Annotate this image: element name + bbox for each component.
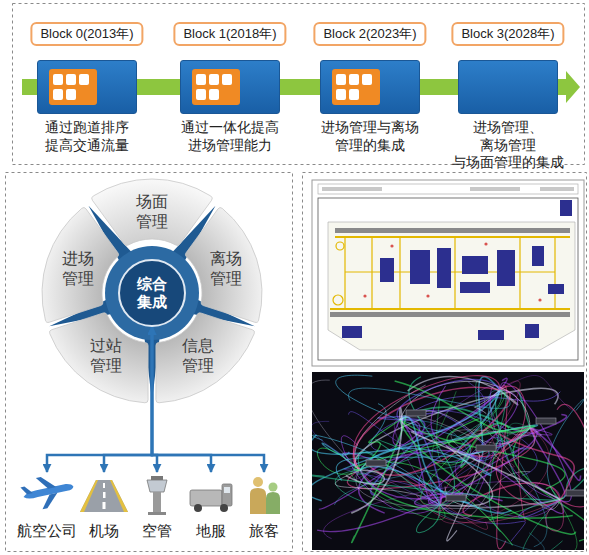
- wheel-segment-label: 场面 管理: [136, 192, 168, 232]
- trajectory-line: [360, 448, 491, 475]
- trajectory-line: [400, 417, 530, 444]
- node-label: 航空公司: [17, 522, 77, 541]
- node-label: 旅客: [237, 522, 291, 541]
- wheel-segment-label: 过站 管理: [90, 336, 122, 376]
- trajectory-line: [352, 416, 406, 543]
- stage-label: Block 0(2013年): [40, 26, 133, 42]
- trajectory-line: [440, 428, 530, 505]
- trajectory-line: [400, 420, 575, 534]
- node-label: 场面 管理: [136, 192, 168, 232]
- runway-icon: [80, 480, 128, 512]
- stage-label: Block 2(2023年): [323, 26, 416, 42]
- node-label: 进场 管理: [62, 249, 94, 289]
- stage-label: Block 3(2028年): [461, 26, 554, 42]
- trajectory-line: [354, 385, 500, 480]
- trajectory-line: [496, 428, 560, 505]
- wheel-segment-label: 离场 管理: [210, 249, 242, 289]
- stage-block: 进场管理、离场管理 与场面管理的集成: [458, 60, 558, 114]
- airplane-icon: [19, 471, 77, 513]
- wheel-segment: [156, 313, 254, 403]
- module-icon: [180, 60, 280, 114]
- trajectory-line: [440, 428, 534, 505]
- trajectory-line: [451, 428, 541, 455]
- timeline-band: [280, 79, 320, 95]
- control-tower-icon: [147, 476, 167, 515]
- node-label: 综合 集成: [137, 275, 167, 311]
- trajectory-line: [360, 420, 400, 470]
- stakeholder: 空管: [130, 472, 184, 541]
- map-tag: [406, 410, 426, 416]
- node-label: 过站 管理: [90, 336, 122, 376]
- trajectory-line: [416, 475, 440, 532]
- stakeholder: 机场: [77, 472, 131, 541]
- airport-map: [312, 180, 584, 366]
- trajectory-line: [349, 388, 511, 408]
- panel-frame: [303, 173, 587, 552]
- trajectory-line: [397, 379, 500, 420]
- wheel-segment-label: 进场 管理: [62, 249, 94, 289]
- trajectory-line: [470, 437, 500, 460]
- timeline-band: [22, 79, 38, 95]
- wheel-segment: [50, 313, 148, 403]
- module-icon: [320, 60, 420, 114]
- wheel-segment-label: 信息 管理: [182, 336, 214, 376]
- wheel-hub-ring: [105, 246, 199, 340]
- map-tag: [476, 445, 496, 451]
- trajectory-line: [419, 444, 470, 505]
- wheel-segment: [92, 179, 212, 245]
- stage-caption: 进场管理与离场 管理的集成: [321, 119, 419, 154]
- trajectory-line: [351, 408, 402, 513]
- timeline-band: [420, 79, 458, 95]
- trajectory-line: [518, 428, 530, 521]
- stage-label-box: Block 2(2023年): [313, 22, 426, 46]
- trajectory-line: [431, 386, 470, 455]
- stage-block: 通过跑道排序 提高交通流量: [37, 60, 137, 114]
- trajectory-line: [489, 390, 506, 532]
- node-label: 地服: [184, 522, 238, 541]
- trajectory-line: [489, 498, 563, 520]
- trajectory-line: [557, 404, 584, 507]
- map-tag: [566, 490, 584, 496]
- trajectory-line: [547, 399, 584, 500]
- panel-frame: [6, 173, 293, 552]
- stage-label-box: Block 1(2018年): [173, 22, 286, 46]
- module-icon: [37, 60, 137, 114]
- stage-caption: 通过一体化提高 进场管理能力: [181, 119, 279, 154]
- trajectory-line: [349, 412, 470, 462]
- trajectory-lines: [312, 375, 584, 550]
- timeline-arrowhead: [566, 71, 580, 103]
- stage-block: 通过一体化提高 进场管理能力: [180, 60, 280, 114]
- stage-label-box: Block 3(2028年): [451, 22, 564, 46]
- trajectory-line: [421, 390, 505, 505]
- stage-label: Block 1(2018年): [183, 26, 276, 42]
- stage-caption: 进场管理、离场管理 与场面管理的集成: [452, 119, 564, 172]
- stakeholder: 地服: [184, 472, 238, 541]
- wheel-segment: [185, 208, 262, 323]
- stage-block: 进场管理与离场 管理的集成: [320, 60, 420, 114]
- map-tag: [366, 460, 386, 466]
- trajectory-image: [312, 372, 584, 550]
- node-label: 离场 管理: [210, 249, 242, 289]
- passenger-icon: [250, 477, 280, 514]
- trajectory-line: [319, 390, 502, 510]
- distribution-arrow: [152, 327, 264, 472]
- map-tag: [446, 495, 466, 501]
- node-label: 空管: [130, 522, 184, 541]
- map-tag: [536, 418, 556, 424]
- ground-vehicle-icon: [190, 484, 232, 512]
- integration-circle: 综合 集成: [118, 259, 186, 327]
- stakeholder: 航空公司: [17, 472, 77, 541]
- stakeholder: 旅客: [237, 472, 291, 541]
- stage-label-box: Block 0(2013年): [30, 22, 143, 46]
- wheel-segment: [42, 208, 119, 323]
- trajectory-line: [395, 381, 530, 432]
- distribution-arrow: [47, 327, 152, 472]
- stage-caption: 通过跑道排序 提高交通流量: [45, 119, 129, 154]
- trajectory-line: [346, 470, 385, 484]
- node-label: 信息 管理: [182, 336, 214, 376]
- timeline-band: [137, 79, 180, 95]
- trajectory-line: [412, 432, 560, 500]
- timeline-band: [557, 79, 566, 95]
- node-label: 机场: [77, 522, 131, 541]
